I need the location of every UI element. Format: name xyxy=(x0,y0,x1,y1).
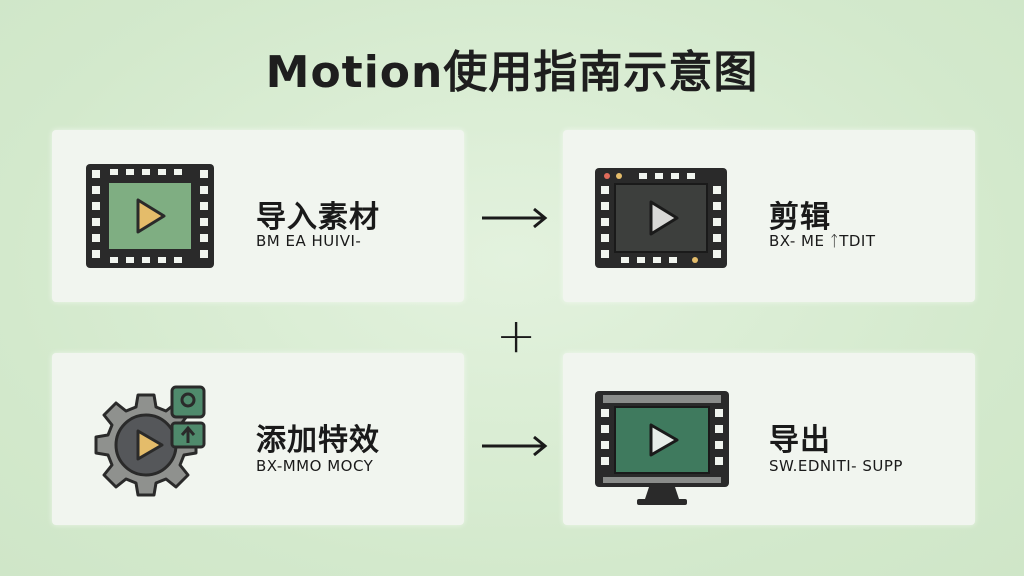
step-sublabel-import: BM EA HUIVI- xyxy=(256,232,362,250)
step-card-export: 导出 SW.EDNITI- SUPP xyxy=(563,353,975,525)
gear-effects-icon xyxy=(94,385,206,497)
step-label-effects: 添加特效 xyxy=(256,423,380,458)
step-card-edit: 剪辑 BX- ME ᛏTDIT xyxy=(563,130,975,302)
step-card-import: 导入素材 BM EA HUIVI- xyxy=(52,130,464,302)
monitor-export-icon xyxy=(595,391,729,505)
step-label-import: 导入素材 xyxy=(256,200,380,235)
editor-film-icon xyxy=(595,168,727,268)
step-sublabel-edit: BX- ME ᛏTDIT xyxy=(769,232,876,250)
arrow-effects-to-export xyxy=(482,435,548,457)
film-play-icon xyxy=(86,164,214,268)
step-card-effects: 添加特效 BX-MMO MOCY xyxy=(52,353,464,525)
diagram-title: Motion使用指南示意图 xyxy=(265,47,759,98)
step-sublabel-export: SW.EDNITI- SUPP xyxy=(769,457,903,475)
step-label-export: 导出 xyxy=(769,423,831,458)
plus-connector: + xyxy=(496,308,537,364)
step-sublabel-effects: BX-MMO MOCY xyxy=(256,457,374,475)
step-label-edit: 剪辑 xyxy=(769,200,831,235)
arrow-import-to-edit xyxy=(482,207,548,229)
